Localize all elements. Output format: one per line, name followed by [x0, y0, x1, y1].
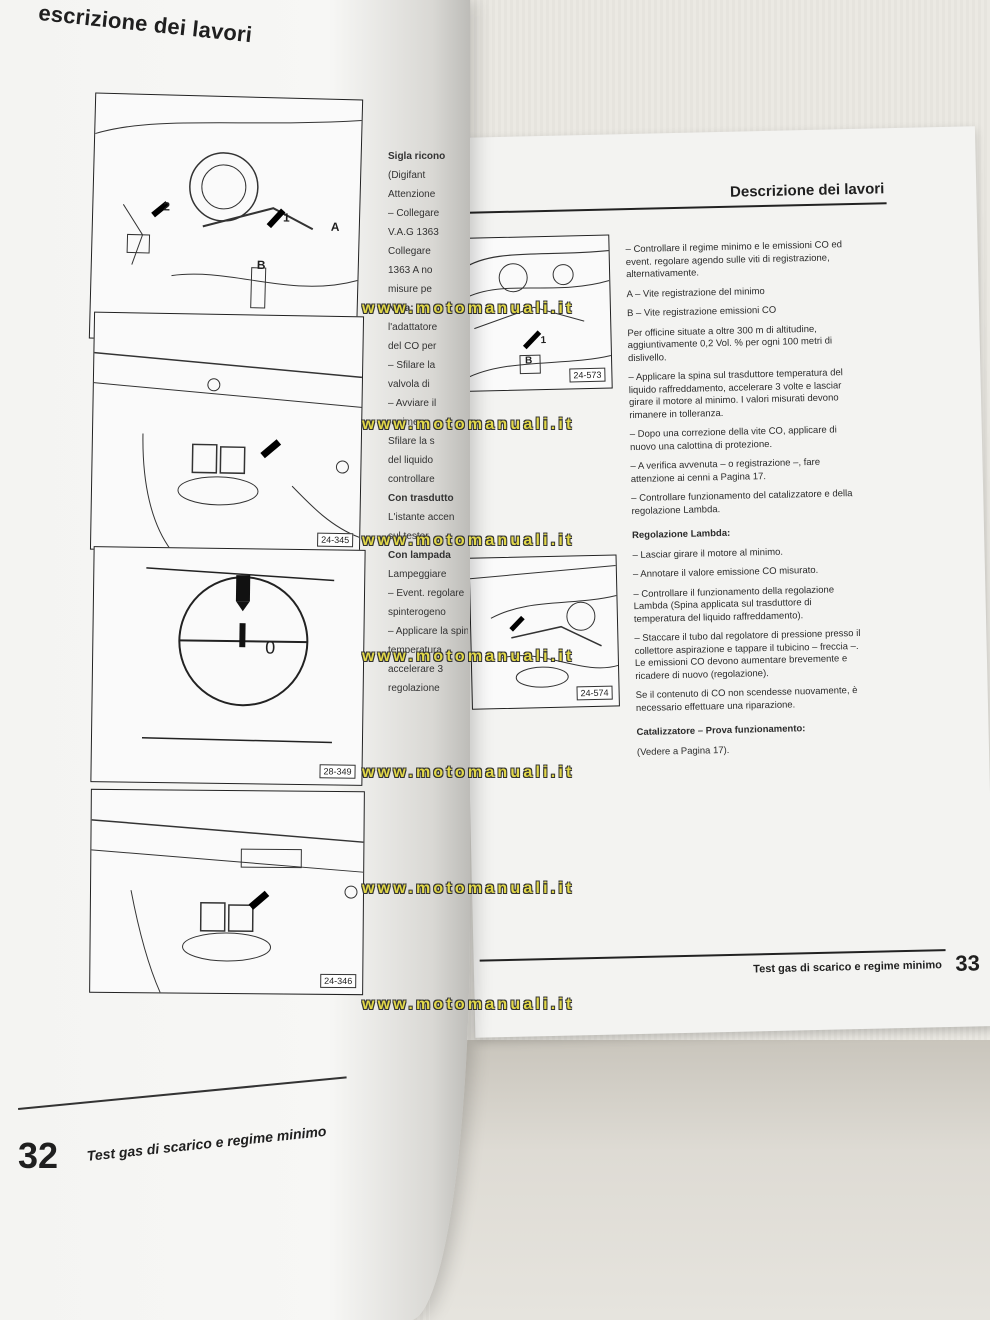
right-page: Descrizione dei lavori 1 B 24-573 24-574	[455, 126, 990, 1038]
paragraph: (Vedere a Pagina 17).	[636, 744, 730, 758]
column-fragment: – Sfilare la	[388, 360, 436, 371]
column-fragment: L'istante accen	[388, 512, 455, 523]
column-fragment: – Event. regolare	[388, 588, 465, 599]
right-figure-engine-top: 1 B 24-573	[461, 234, 613, 392]
column-fragment: – Collegare	[388, 208, 440, 219]
right-footer-title: Test gas di scarico e regime minimo	[753, 959, 943, 976]
paragraph: Lasciar girare il motore al minimo.	[632, 544, 862, 562]
figure-label: 24-346	[320, 973, 357, 989]
column-fragment: del CO per	[388, 341, 437, 352]
left-page-title: escrizione dei lavori	[37, 0, 254, 48]
column-fragment: Sigla ricono	[388, 151, 446, 162]
column-fragment: – Avviare il	[388, 398, 437, 409]
left-figure-2: 24-345	[89, 311, 365, 555]
paragraph: Staccare il tubo dal regolatore di press…	[634, 628, 865, 683]
column-fragment: Nota:	[388, 303, 414, 314]
callout-b: B	[524, 355, 533, 367]
paragraph: Applicare la spina sul trasduttore tempe…	[628, 367, 859, 422]
paragraph: Per officine situate a oltre 300 m di al…	[627, 323, 833, 364]
right-page-header: Descrizione dei lavori	[729, 180, 885, 201]
column-fragment: Lampeggiare	[388, 569, 447, 580]
column-fragment: controllare	[388, 474, 435, 485]
watermark: www.motomanuali.it	[362, 648, 575, 665]
watermark: www.motomanuali.it	[362, 300, 575, 317]
left-footer-title: Test gas di scarico e regime minimo	[86, 1122, 328, 1164]
left-figure-3: 0 28-349	[90, 546, 366, 786]
watermark: www.motomanuali.it	[362, 880, 575, 897]
watermark: www.motomanuali.it	[362, 996, 575, 1013]
section-heading: Catalizzatore – Prova funzionamento:	[636, 723, 806, 739]
zero-mark: 0	[265, 637, 276, 658]
column-fragment: – Applicare la spina	[388, 626, 468, 637]
column-fragment: 1363 A no	[388, 265, 433, 276]
paragraph: Controllare il funzionamento della regol…	[633, 583, 864, 626]
watermark: www.motomanuali.it	[362, 764, 575, 781]
column-fragment: l'adattatore	[388, 322, 438, 333]
callout-b: B	[256, 257, 266, 273]
column-fragment: Sfilare la s	[388, 436, 435, 447]
section-heading: Regolazione Lambda:	[631, 527, 731, 542]
engine-illustration	[95, 120, 362, 309]
callout-1: 1	[540, 334, 547, 347]
watermark: www.motomanuali.it	[362, 532, 575, 549]
column-fragment: regolazione	[388, 683, 440, 694]
callout-2: 2	[163, 199, 171, 214]
watermark: www.motomanuali.it	[362, 416, 575, 433]
left-figure-1: 1 2 A B 24-573	[88, 92, 364, 346]
paragraph: A verifica avvenuta – o registrazione –,…	[630, 456, 861, 486]
figure-label: 24-345	[317, 532, 354, 548]
sensor-illustration	[91, 819, 364, 993]
figure-label: 28-349	[319, 764, 356, 779]
right-figure-pressure-regulator: 24-574	[468, 554, 620, 710]
column-fragment: V.A.G 1363	[388, 227, 439, 238]
left-figure-4: 24-346	[89, 788, 365, 996]
paragraph: Controllare il regime minimo e le emissi…	[625, 239, 856, 282]
column-fragment: sul tester	[388, 531, 429, 542]
paragraph: Se il contenuto di CO non scendesse nuov…	[635, 685, 858, 714]
paragraph: B – Vite registrazione emissioni CO	[626, 304, 777, 320]
column-fragment: spinterogeno	[388, 607, 446, 618]
timing-mark-diagram	[141, 567, 335, 744]
right-page-body: Controllare il regime minimo e le emissi…	[625, 239, 867, 766]
paragraph: Controllare funzionamento del catalizzat…	[631, 488, 862, 518]
column-fragment: del liquido	[388, 455, 434, 466]
left-page: escrizione dei lavori 1 2 A B 24-573	[0, 0, 470, 1320]
callout-1: 1	[282, 210, 290, 225]
paragraph: Dopo una correzione della vite CO, appli…	[630, 424, 861, 454]
header-rule	[462, 202, 887, 214]
right-page-number: 33	[955, 950, 981, 976]
footer-rule	[479, 949, 946, 962]
column-fragment: Con lampada	[388, 550, 451, 561]
figure-label: 24-574	[576, 685, 613, 701]
column-fragment: misure pe	[388, 284, 432, 295]
figure-label: 24-573	[569, 367, 606, 383]
column-fragment: Attenzione	[388, 189, 436, 200]
callout-a: A	[330, 219, 340, 234]
regulator-illustration	[469, 564, 619, 688]
column-fragment: Collegare	[388, 246, 431, 257]
engine-illustration	[462, 249, 612, 380]
column-fragment: accelerare 3	[388, 664, 444, 675]
left-page-number: 32	[18, 1135, 59, 1176]
column-fragment: Con trasdutto	[388, 493, 454, 504]
column-fragment: temperatura	[388, 645, 442, 656]
footer-rule	[18, 1076, 347, 1110]
paragraph: Annotare il valore emissione CO misurato…	[633, 564, 863, 582]
sensor-illustration	[93, 351, 363, 551]
column-fragment: regime	[388, 417, 419, 428]
paragraph: A – Vite registrazione del minimo	[626, 285, 765, 300]
column-fragment: valvola di	[388, 379, 430, 390]
column-fragment: (Digifant	[388, 170, 426, 181]
book-shadow	[430, 1040, 990, 1320]
